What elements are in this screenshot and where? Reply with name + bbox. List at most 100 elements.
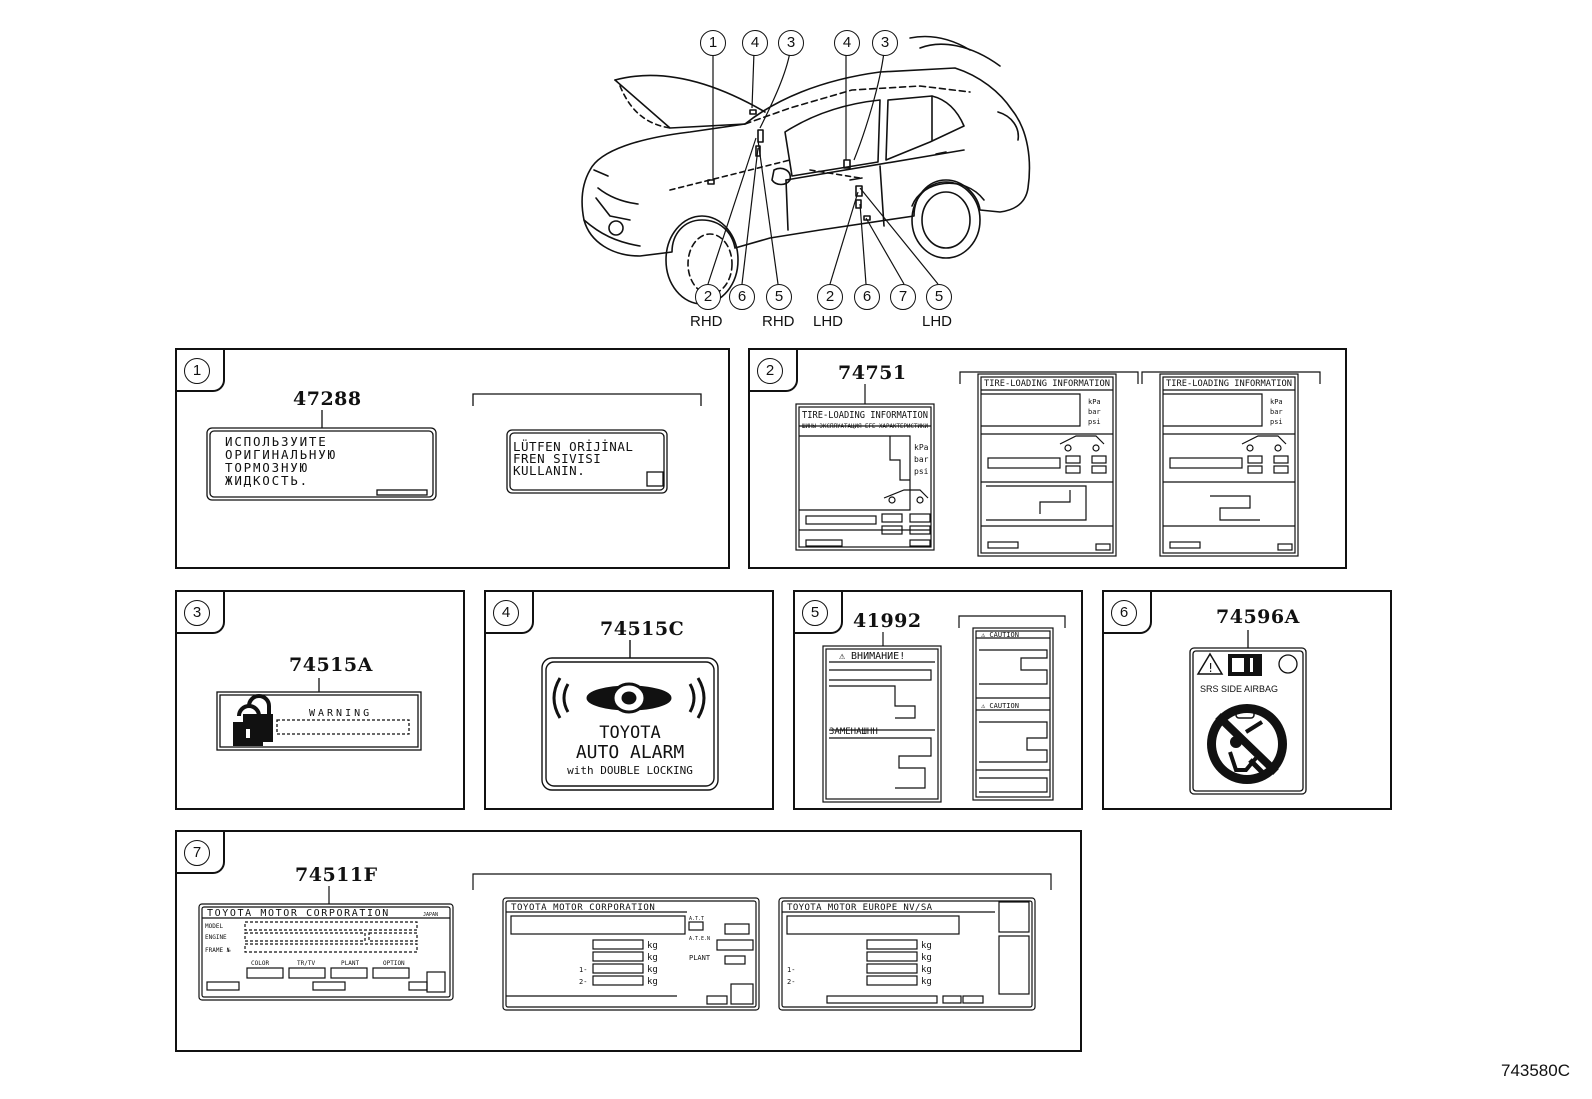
callout-4a: 4 — [742, 30, 768, 56]
japan-tag: JAPAN — [423, 912, 438, 918]
tmc-title-b: TOYOTA MOTOR CORPORATION — [511, 903, 655, 913]
panel-tab — [177, 592, 225, 634]
ru-label-line-1: ИСПОЛЬЗУИТЕ — [225, 434, 328, 449]
row-engine: ENGINE — [205, 934, 227, 941]
panel-tab — [177, 350, 225, 392]
ru-label-line-2: ОРИГИНАЛЬНУЮ — [225, 447, 337, 462]
callout-6-lhd: 6 — [854, 284, 880, 310]
col-plant: PLANT — [341, 960, 359, 967]
manual-icon — [1228, 654, 1262, 676]
callout-6-rhd: 6 — [729, 284, 755, 310]
rhd-label-2: RHD — [762, 313, 795, 330]
side-aten: A.T.E.N — [689, 936, 710, 942]
alarm-line-2: AUTO ALARM — [576, 742, 685, 763]
panel-tab — [1104, 592, 1152, 634]
panel-6-art: ! SRS SIDE AIRBAG — [1189, 630, 1307, 795]
unit-kpa: kPa — [914, 443, 929, 452]
callout-3b: 3 — [872, 30, 898, 56]
svg-text:!: ! — [1207, 661, 1214, 675]
panel-4: 4 74515C TOYOTA AUTO ALARM with DOUBLE L… — [484, 590, 774, 810]
warning-triangle-icon: ! — [1196, 652, 1224, 675]
part-number: 74515C — [600, 618, 685, 640]
axle-c-2: 2- — [787, 978, 795, 986]
part-number: 74511F — [295, 864, 378, 886]
callout-5-lhd: 5 — [926, 284, 952, 310]
tr-label-line-2: FREN SIVISI — [513, 451, 601, 466]
callout-7-lhd: 7 — [890, 284, 916, 310]
tire-label-title-c: TIRE-LOADING INFORMATION — [1166, 379, 1292, 389]
kg-c-3: kg — [921, 965, 932, 975]
unit-bar: bar — [914, 455, 929, 464]
panel-1: 1 47288 ИСПОЛЬЗУИТЕ ОРИГИНАЛЬНУЮ ТОРМОЗН… — [175, 348, 730, 569]
alarm-car-icon — [552, 677, 706, 719]
tire-label-title: TIRE-LOADING INFORMATION — [802, 410, 928, 421]
panel-2-art: TIRE-LOADING INFORMATION ШИНЫ ЭКСПЛУАТАЦ… — [795, 371, 1321, 557]
panel-number: 5 — [802, 600, 828, 626]
callout-3a: 3 — [778, 30, 804, 56]
lock-icon — [233, 694, 273, 746]
unit-psi-b: psi — [1088, 418, 1101, 426]
zamena-heading: ЗАМЕНАШНН — [829, 727, 878, 737]
lhd-label-1: LHD — [813, 313, 844, 330]
panel-number: 6 — [1111, 600, 1137, 626]
rhd-label-1: RHD — [690, 313, 723, 330]
panel-3: 3 74515A WARNING — [175, 590, 465, 810]
kg-c-4: kg — [921, 977, 932, 987]
callout-5-rhd: 5 — [766, 284, 792, 310]
panel-number: 4 — [493, 600, 519, 626]
unit-bar-b: bar — [1088, 408, 1101, 416]
panel-tab — [486, 592, 534, 634]
ru-label-line-3: ТОРМОЗНУЮ — [225, 460, 309, 475]
unit-psi-c: psi — [1270, 418, 1283, 426]
car-drawing — [581, 35, 1031, 305]
part-number: 41992 — [853, 610, 922, 632]
panel-number: 1 — [184, 358, 210, 384]
tr-label-line-3: KULLANIN. — [513, 463, 585, 478]
panel-3-art: WARNING — [216, 678, 422, 751]
panel-tab — [177, 832, 225, 874]
side-plant: PLANT — [689, 954, 711, 962]
panel-number: 3 — [184, 600, 210, 626]
kg-b-3: kg — [647, 965, 658, 975]
no-child-seat-icon — [1207, 704, 1287, 784]
panel-6: 6 74596A ! SRS SIDE AIRBAG — [1102, 590, 1392, 810]
kg-b-4: kg — [647, 977, 658, 987]
panel-number: 2 — [757, 358, 783, 384]
alarm-line-3: with DOUBLE LOCKING — [567, 764, 693, 777]
panel-tab — [750, 350, 798, 392]
kg-b-2: kg — [647, 953, 658, 963]
alarm-line-1: TOYOTA — [599, 723, 660, 743]
unit-kpa-b: kPa — [1088, 398, 1101, 406]
panel-5: 5 41992 ⚠ ВНИМАНИЕ! ЗАМЕНАШНН ⚠ CAUT — [793, 590, 1083, 810]
panel-1-art: ИСПОЛЬЗУИТЕ ОРИГИНАЛЬНУЮ ТОРМОЗНУЮ ЖИДКО… — [206, 393, 702, 501]
tr-label-line-1: LÜTFEN ORİJİNAL — [513, 438, 633, 454]
unit-kpa-c: kPa — [1270, 398, 1283, 406]
axle-c-1: 1- — [787, 966, 795, 974]
callout-2-lhd: 2 — [817, 284, 843, 310]
tme-title-c: TOYOTA MOTOR EUROPE NV/SA — [787, 903, 933, 913]
catalog-code: 743580C — [1500, 1061, 1570, 1080]
panel-5-art: ⚠ ВНИМАНИЕ! ЗАМЕНАШНН ⚠ CAUTION ⚠ CAUTIO… — [822, 615, 1066, 803]
caution-heading: ⚠ CAUTION — [981, 631, 1019, 639]
car-illustration — [560, 20, 1040, 340]
srs-side-airbag: SRS SIDE AIRBAG — [1200, 684, 1278, 694]
axle-b-1: 1- — [579, 966, 587, 974]
panel-2: 2 74751 — [748, 348, 1347, 569]
warning-text: WARNING — [309, 708, 372, 719]
part-number: 74596A — [1216, 606, 1300, 628]
part-number: 74751 — [838, 362, 907, 384]
callout-2-rhd: 2 — [695, 284, 721, 310]
part-number: 74515A — [289, 654, 373, 676]
kg-c-2: kg — [921, 953, 932, 963]
status-circle-icon — [1278, 654, 1298, 674]
unit-bar-c: bar — [1270, 408, 1283, 416]
row-frame: FRAME № — [205, 947, 231, 954]
side-att: A.T.T — [689, 916, 704, 922]
ru-label-line-4: ЖИДКОСТЬ. — [225, 473, 309, 488]
caution-heading-2: ⚠ CAUTION — [981, 702, 1019, 710]
kg-c-1: kg — [921, 941, 932, 951]
col-option: OPTION — [383, 960, 405, 967]
tire-label-title-b: TIRE-LOADING INFORMATION — [984, 379, 1110, 389]
panel-7-art: TOYOTA MOTOR CORPORATION JAPAN MODEL ENG… — [198, 873, 1052, 1011]
panel-number: 7 — [184, 840, 210, 866]
